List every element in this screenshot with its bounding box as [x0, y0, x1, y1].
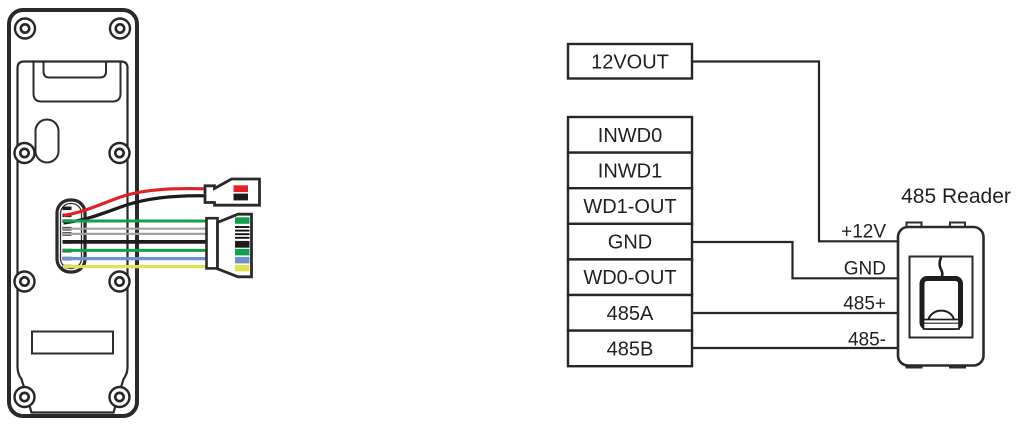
pin-mark-green-2 [235, 248, 250, 256]
screw-icon [108, 17, 132, 40]
terminal-row-label: WD0-OUT [583, 267, 676, 289]
pin-mark-yellow [235, 264, 250, 272]
terminal-row-label: INWD1 [598, 160, 662, 182]
reader-pin-label: GND [844, 259, 886, 280]
terminal-row [566, 258, 694, 297]
pin-mark-green-1 [235, 217, 250, 224]
mounting-bracket-notch [42, 62, 107, 79]
pin-mark-white-striped [235, 226, 250, 239]
reader-485 [896, 221, 985, 369]
pin-mark-blue [235, 256, 250, 264]
screw-icon [108, 141, 131, 165]
wire-12vout-to-reader [692, 60, 898, 243]
terminal-row-label: 485B [607, 338, 654, 360]
reader-pin-labels: +12V GND 485+ 485- [841, 222, 886, 351]
terminal-row [566, 115, 694, 154]
wire-black-power [63, 194, 206, 225]
screw-icon [108, 385, 131, 409]
label-plate [31, 330, 114, 355]
mounting-bracket [32, 62, 122, 103]
reader-title: 485 Reader [901, 185, 1011, 208]
terminal-row [566, 186, 694, 225]
power-connector-2pin [203, 177, 261, 207]
terminal-row [566, 329, 694, 368]
cable-harness [63, 186, 208, 269]
screw-icon [108, 270, 131, 293]
terminal-row [566, 293, 694, 332]
terminal-row-label: GND [608, 232, 652, 254]
terminal-row-label: INWD0 [598, 125, 662, 147]
terminal-block: INWD0 INWD1 WD1-OUT GND WD0-OUT 485A 485… [566, 115, 694, 368]
terminal-12vout-label: 12VOUT [591, 52, 669, 74]
terminal-wiring-diagram: 12VOUT INWD0 INWD1 WD1-OUT GND WD0-OUT 4… [566, 42, 1011, 369]
reader-pin-label: 485- [848, 330, 886, 351]
reader-pin-label: 485+ [843, 294, 886, 315]
terminal-row-label: WD1-OUT [583, 196, 676, 218]
screw-icon [13, 270, 36, 293]
pin-mark-black [233, 193, 248, 201]
wire-red [63, 186, 206, 218]
reader-pin-label: +12V [841, 222, 886, 243]
screw-icon [13, 17, 37, 40]
screws [13, 17, 132, 409]
terminal-row [566, 151, 694, 190]
pin-mark-red [233, 185, 248, 193]
terminal-row-label: 485A [607, 303, 654, 325]
signal-connector-6pin [205, 212, 253, 279]
screw-icon [13, 141, 36, 165]
screw-icon [13, 385, 36, 409]
wire-gnd-to-reader [692, 240, 898, 280]
device-rear-view [7, 8, 261, 418]
terminal-row [566, 222, 694, 261]
fingerprint-sensor-icon [919, 257, 963, 330]
pin-mark-black-2 [235, 240, 250, 248]
terminal-12vout [566, 42, 694, 80]
cable-hole [34, 118, 60, 164]
